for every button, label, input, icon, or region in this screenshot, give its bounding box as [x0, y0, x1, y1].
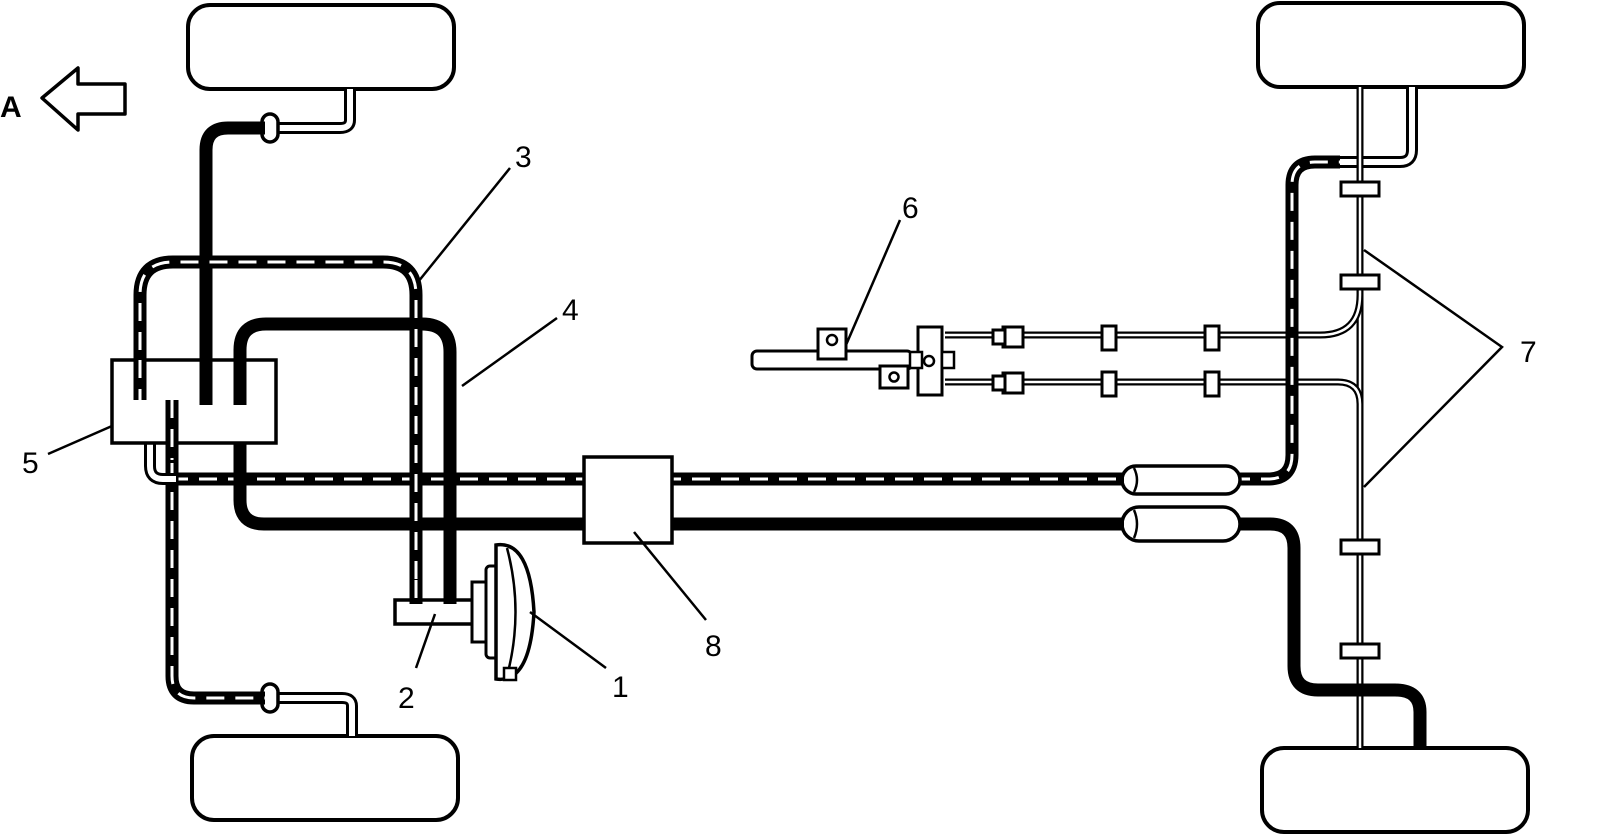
brake-pipe-rear-right — [1232, 155, 1340, 486]
wheel-front-top — [186, 3, 456, 91]
wheel-front-bottom — [190, 734, 460, 822]
cable-clip — [1203, 324, 1221, 352]
callout-8: 8 — [705, 630, 722, 663]
callout-5: 5 — [22, 447, 39, 480]
callout-6: 6 — [902, 192, 919, 225]
rear-hose-coupler-lower — [1120, 505, 1242, 543]
brake-pipe-rear-left — [1232, 517, 1427, 750]
leader-line-5 — [47, 424, 113, 456]
leader-line-8 — [633, 531, 707, 621]
brake-booster — [470, 543, 536, 682]
cable-clip — [1339, 180, 1381, 198]
arrow-left-icon — [40, 66, 127, 132]
cable-adjuster — [991, 328, 1007, 346]
callout-2: 2 — [398, 682, 415, 715]
callout-7: 7 — [1520, 336, 1537, 369]
brake-pipe-front-bottom — [165, 405, 265, 705]
front-bottom-brake-hose — [270, 692, 358, 736]
wheel-rear-bottom — [1260, 746, 1530, 834]
cable-adjuster — [991, 374, 1007, 392]
leader-line-2 — [414, 613, 437, 669]
rear-top-brake-hose — [1340, 87, 1418, 168]
leader-line-1 — [529, 610, 607, 670]
brake-line-junction-block — [582, 455, 674, 545]
front-top-brake-hose — [270, 89, 356, 134]
leader-line-4 — [461, 316, 558, 388]
direction-label: A — [0, 91, 22, 124]
callout-3: 3 — [515, 141, 532, 174]
master-cylinder — [393, 598, 479, 626]
parking-brake-lever — [750, 325, 956, 397]
cable-clip — [1339, 273, 1381, 291]
leader-line-6 — [844, 219, 902, 346]
leader-line-7 — [1363, 248, 1504, 488]
cable-clip — [1100, 370, 1118, 398]
leader-line-3 — [417, 167, 511, 283]
cable-clip — [1339, 642, 1381, 660]
callout-1: 1 — [612, 671, 629, 704]
cable-clip — [1100, 324, 1118, 352]
callout-4: 4 — [562, 294, 579, 327]
cable-clip — [1203, 370, 1221, 398]
rear-hose-coupler-upper — [1120, 464, 1242, 496]
wheel-rear-top — [1256, 1, 1526, 89]
cable-clip — [1339, 538, 1381, 556]
